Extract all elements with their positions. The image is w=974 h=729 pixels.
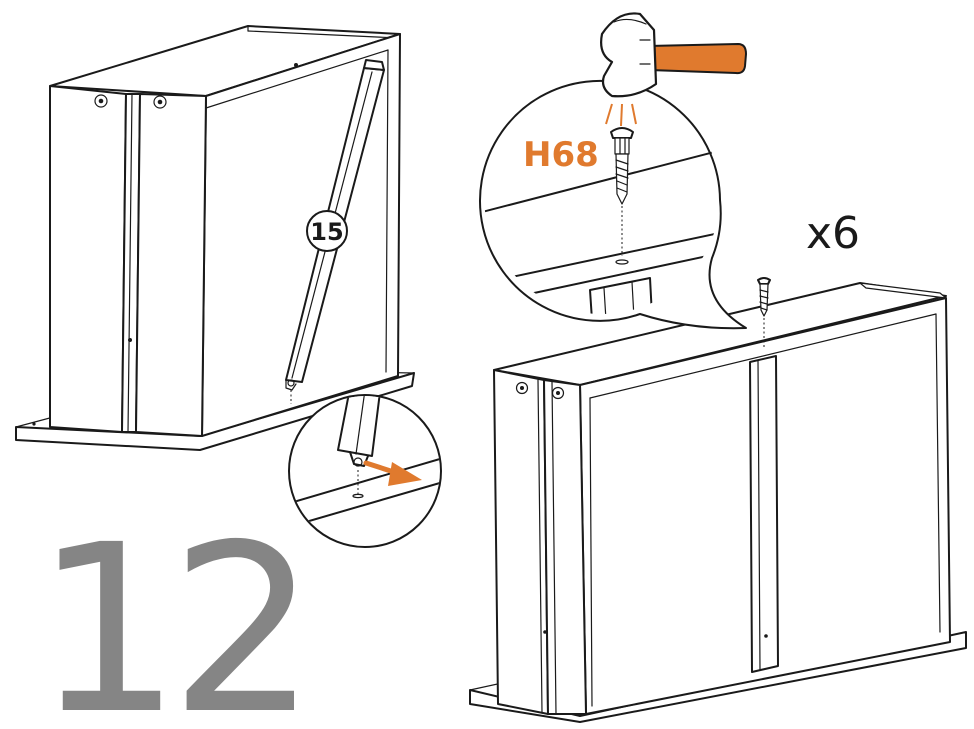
part-callout-label: 15	[310, 218, 343, 246]
cabinet-left	[15, 25, 415, 451]
hardware-code-label: H68	[523, 135, 599, 175]
detail-circle-brace-base	[288, 394, 442, 548]
door-panel-left	[49, 85, 127, 433]
arrow-right-icon	[363, 460, 422, 486]
door-panel-right	[135, 93, 207, 437]
step-number: 12	[34, 495, 305, 725]
part-callout-circle	[306, 210, 348, 252]
base-plank-right	[469, 631, 967, 723]
center-stile	[749, 355, 779, 673]
screw-h68-placement	[757, 277, 771, 348]
cabinet-right	[469, 282, 967, 723]
hammer-icon	[600, 12, 748, 127]
door-panel-right-b	[543, 379, 587, 715]
detail-bubble-screw	[479, 79, 747, 330]
hardware-quantity-label: x6	[806, 208, 860, 259]
